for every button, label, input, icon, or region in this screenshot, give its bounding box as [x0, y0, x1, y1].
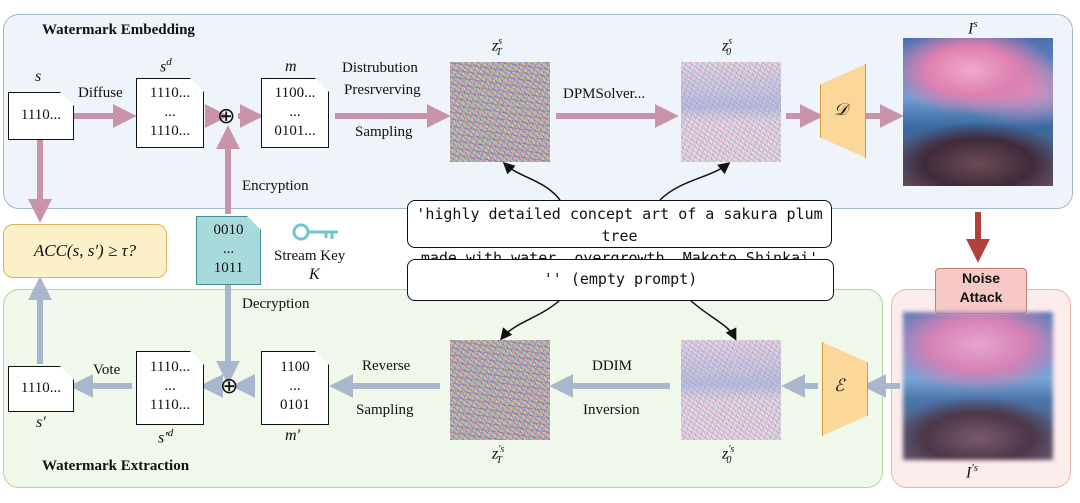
zT-extract-noise-image: [450, 340, 550, 440]
image-embed-label: Is: [968, 18, 978, 38]
reverse-label-1: Reverse: [362, 358, 411, 374]
encoder-symbol: ℰ: [834, 376, 845, 395]
key-document: 0010 ... 1011: [196, 216, 261, 285]
xor-embed-symbol: ⊕: [217, 104, 236, 129]
s-bits: 1110...: [20, 107, 62, 123]
attacked-image: [903, 312, 1053, 460]
sd-label: sd: [160, 56, 172, 76]
arrow-empty-to-zT: [500, 299, 561, 341]
s-document: 1110...: [8, 92, 74, 140]
arrow-prompt-to-z0: [659, 162, 731, 201]
stream-key-symbol: K: [309, 266, 320, 283]
decryption-label: Decryption: [242, 296, 310, 312]
embedding-title: Watermark Embedding: [42, 22, 195, 38]
vote-label: Vote: [93, 362, 121, 378]
m-label: m: [285, 58, 297, 75]
ddim-label-2: Inversion: [583, 402, 640, 418]
zT-embed-noise-image: [450, 62, 550, 162]
m-prime-document: 1100 ... 0101: [261, 351, 329, 425]
s-prime-document: 1110...: [8, 366, 74, 412]
z0-extract-latent-image: [681, 340, 781, 440]
z0-embed-latent-image: [681, 62, 781, 162]
dist-label-3: Sampling: [355, 124, 413, 140]
dpm-label: DPMSolver...: [563, 86, 646, 102]
key-icon: [292, 223, 338, 241]
diffuse-label: Diffuse: [78, 85, 123, 101]
reverse-label-2: Sampling: [356, 402, 414, 418]
dist-label-2: Presrverving: [344, 82, 421, 98]
s-prime-bits: 1110...: [20, 380, 62, 396]
xor-extract-symbol: ⊕: [220, 374, 239, 399]
m-prime-label: m′: [285, 427, 301, 444]
accuracy-check-box: ACC(s, s′) ≥ τ?: [3, 224, 167, 278]
stream-key-label: Stream Key: [274, 248, 346, 264]
text-prompt-box: 'highly detailed concept art of a sakura…: [407, 200, 832, 267]
zT-embed-label: zsT: [492, 36, 503, 58]
ddim-label-1: DDIM: [592, 358, 632, 374]
arrow-empty-to-z0: [689, 299, 737, 341]
z0-extract-label: z′s0: [722, 444, 735, 466]
watermarked-image: [903, 38, 1053, 186]
empty-prompt-box: '' (empty prompt): [407, 259, 834, 301]
extraction-title: Watermark Extraction: [42, 458, 190, 474]
z0-embed-label: zs0: [722, 36, 733, 58]
sd-document: 1110... ... 1110...: [136, 78, 204, 148]
dist-label-1: Distrubution: [342, 60, 418, 76]
arrow-prompt-to-zT: [502, 161, 561, 201]
zT-extract-label: z′sT: [492, 444, 505, 466]
image-attacked-label: I′s: [966, 462, 979, 482]
m-document: 1100... ... 0101...: [261, 78, 329, 148]
noise-attack-label: Noise Attack: [935, 268, 1027, 314]
s-prime-label: s′: [36, 414, 46, 431]
sd-prime-document: 1110... ... 1110...: [136, 351, 204, 425]
decoder-symbol: 𝒟: [834, 100, 848, 119]
sd-prime-label: s′d: [158, 427, 174, 447]
encryption-label: Encryption: [242, 178, 309, 194]
s-label: s: [35, 68, 42, 85]
accuracy-check-text: ACC(s, s′) ≥ τ?: [33, 241, 137, 260]
